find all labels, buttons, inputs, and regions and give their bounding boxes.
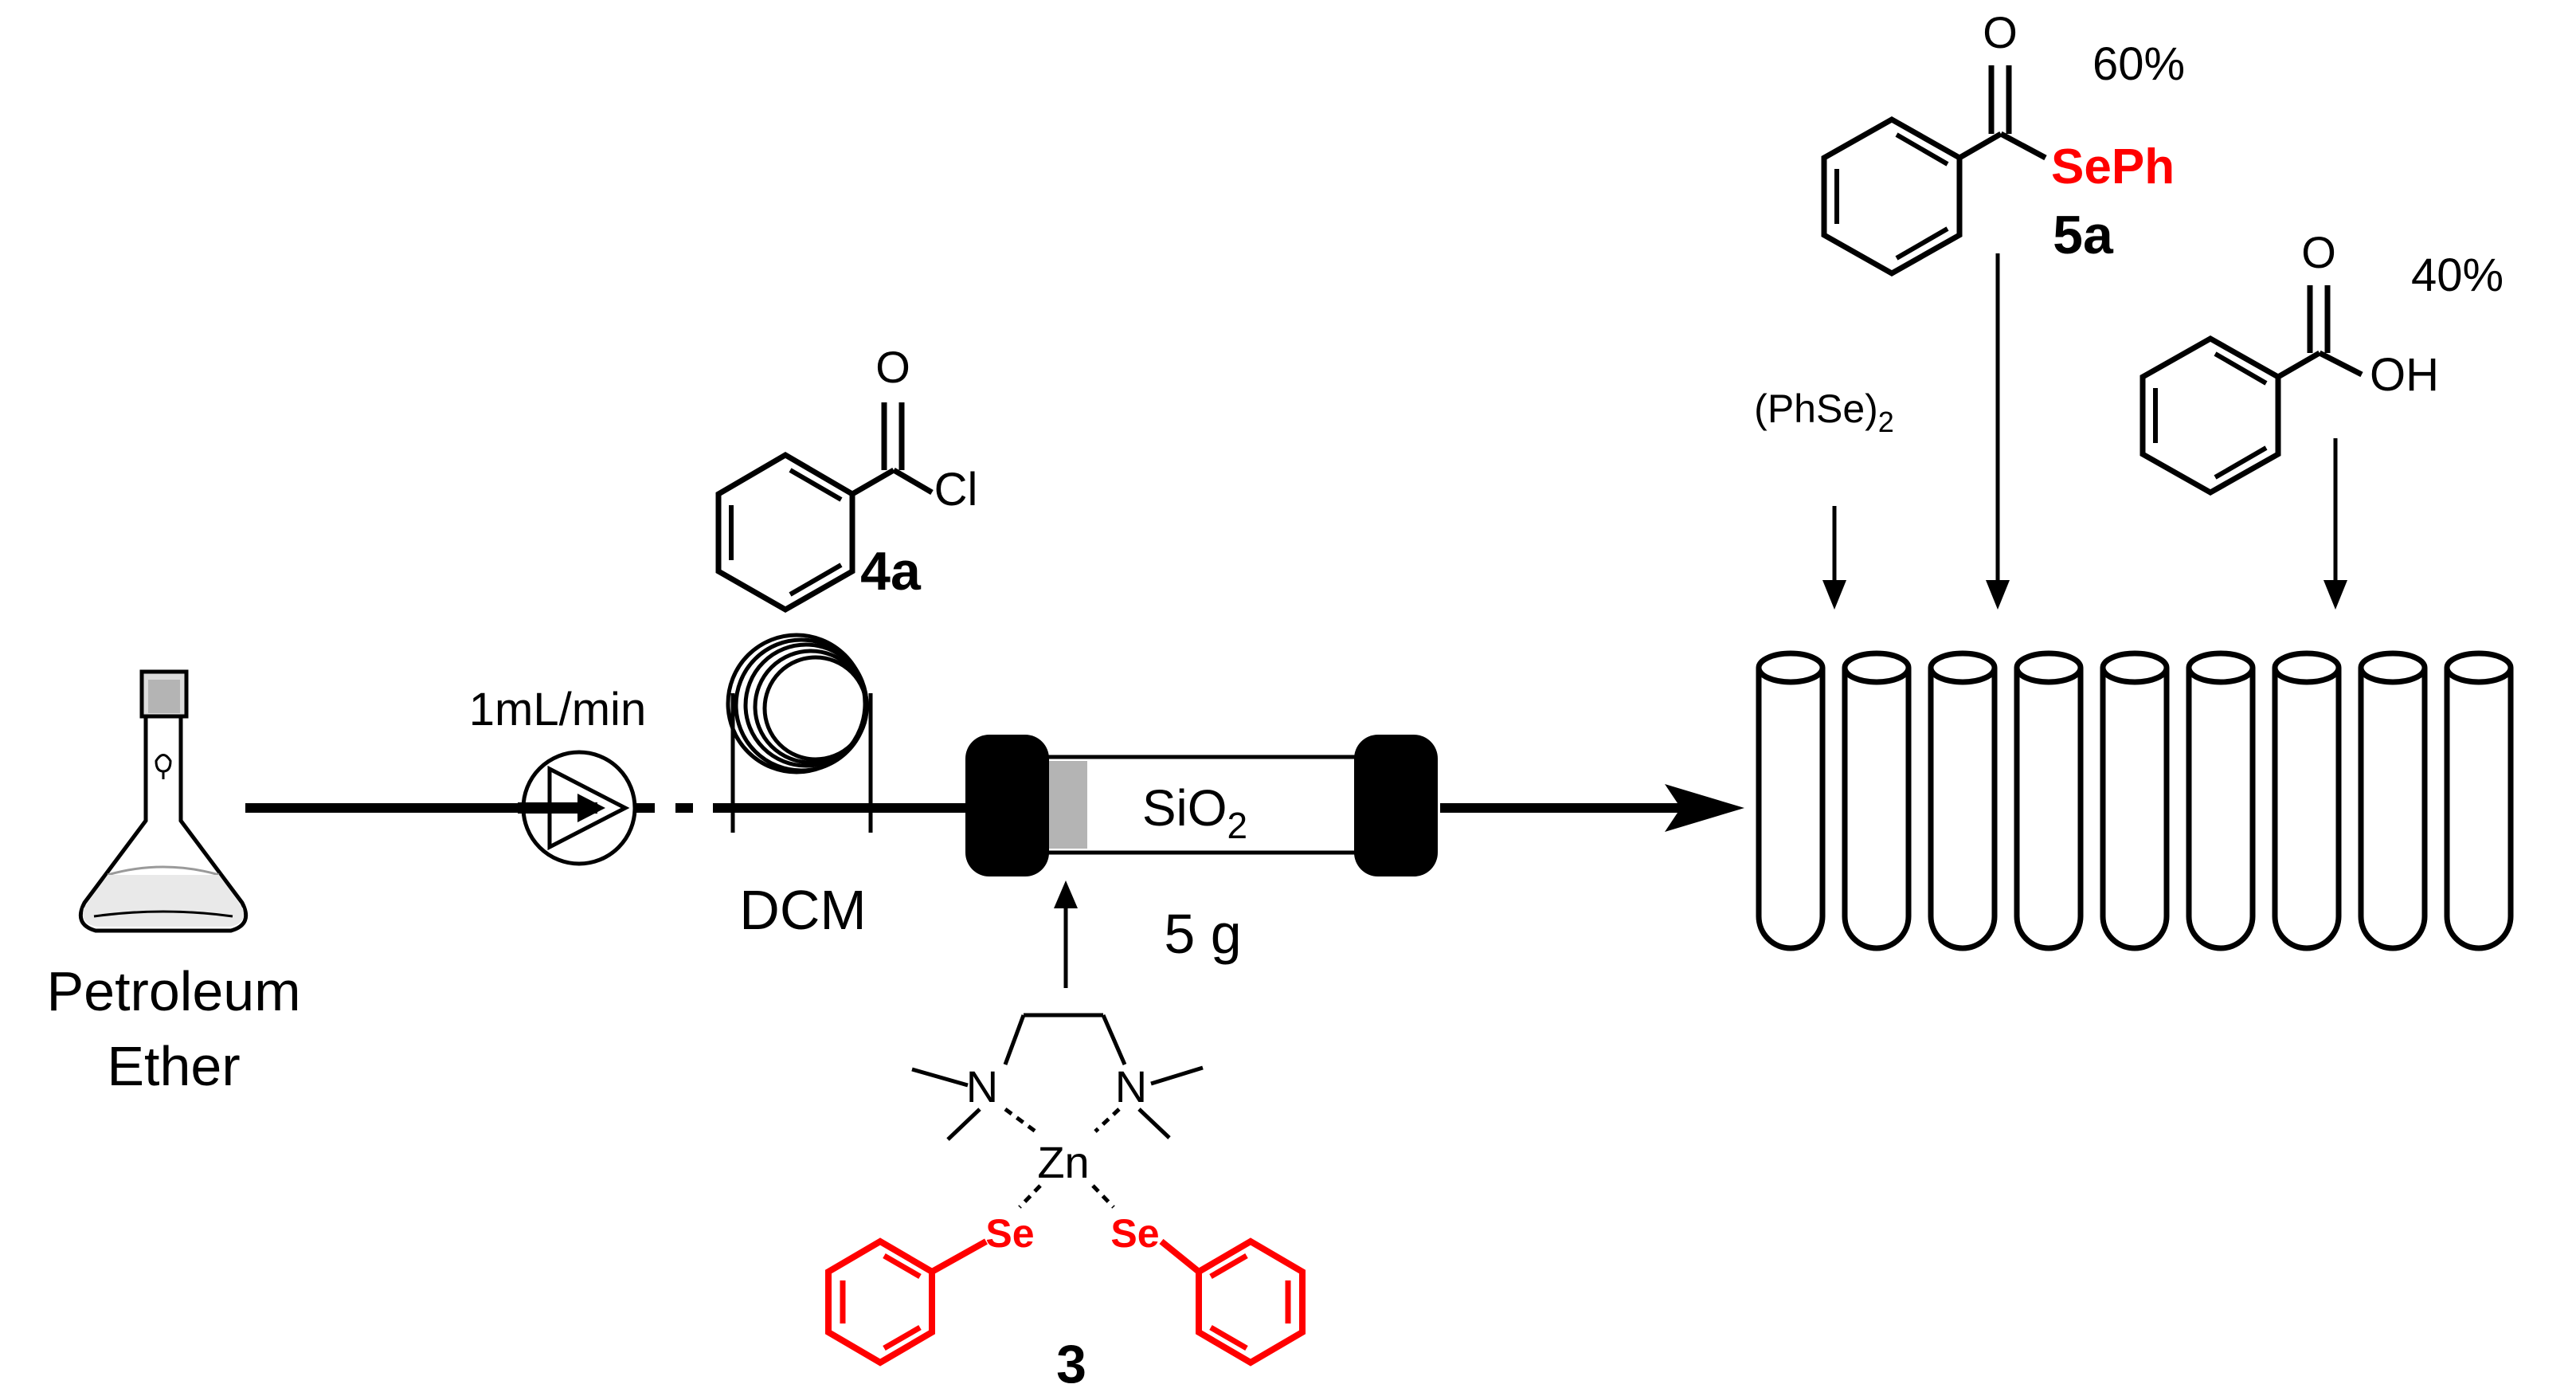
flask-icon <box>78 669 249 933</box>
tube-rim <box>2100 650 2170 685</box>
column-packing-label: SiO2 <box>1142 779 1247 846</box>
reagent-3-zinc: Zn <box>1037 1137 1089 1187</box>
diselenide-main: (PhSe) <box>1754 386 1878 431</box>
tube-rim <box>1842 650 1912 685</box>
reagent-3-structure <box>911 1013 1204 1209</box>
diselenide-label: (PhSe)2 <box>1754 386 1894 438</box>
product-5a-structure <box>1821 65 2047 277</box>
tube-rim <box>2358 650 2428 685</box>
tube-rim <box>2014 650 2084 685</box>
reagent-4a-structure <box>715 402 934 614</box>
diselenide-sub: 2 <box>1878 406 1894 438</box>
column-packing-sub: 2 <box>1227 805 1248 846</box>
coil-reactor-icon <box>726 633 873 833</box>
collection-tube <box>1842 650 1912 951</box>
collection-tube <box>2444 650 2514 951</box>
product-5a-id: 5a <box>2053 205 2114 265</box>
fraction-arrowheads <box>1822 580 2347 610</box>
reagent-3-id: 3 <box>1056 1334 1086 1394</box>
reagent-4a-id: 4a <box>860 541 922 602</box>
tube-body <box>2272 668 2342 951</box>
tube-rim <box>2444 650 2514 685</box>
fraction-arrows <box>1832 253 2338 586</box>
collection-tube <box>2358 650 2428 951</box>
source-label-line1: Petroleum <box>46 960 300 1022</box>
reagent-3-nitrogen-right: N <box>1115 1061 1147 1112</box>
reagent-3-arrow <box>1054 880 1078 988</box>
tube-rim <box>1756 650 1826 685</box>
product-5a-yield: 60% <box>2093 38 2185 90</box>
product-5a-oxygen: O <box>1983 7 2018 57</box>
benzoic-acid-hydroxyl: OH <box>2370 349 2439 401</box>
reagent-4a-chlorine: Cl <box>934 464 978 516</box>
benzoic-acid-oxygen: O <box>2301 227 2336 277</box>
reagent-3-selenium-right: Se <box>1110 1211 1159 1256</box>
collection-tube <box>1756 650 1826 951</box>
collection-tube <box>2186 650 2256 951</box>
benzoic-acid-yield: 40% <box>2411 249 2504 301</box>
tube-body <box>1842 668 1912 951</box>
tube-body <box>2100 668 2170 951</box>
collection-tube <box>2272 650 2342 951</box>
column-icon <box>965 735 1438 876</box>
source-label-line2: Ether <box>107 1035 240 1097</box>
collection-tube <box>2014 650 2084 951</box>
reagent-3-phenyl-left <box>825 1237 988 1367</box>
tube-body <box>2444 668 2514 951</box>
tube-body <box>2358 668 2428 951</box>
benzoic-acid-structure <box>2139 285 2363 496</box>
flow-rate-label: 1mL/min <box>469 684 646 735</box>
coil-solvent-label: DCM <box>739 879 866 941</box>
tube-rim <box>2186 650 2256 685</box>
tube-rim <box>2272 650 2342 685</box>
reagent-4a-oxygen: O <box>875 342 910 392</box>
tube-body <box>2014 668 2084 951</box>
tube-body <box>1756 668 1826 951</box>
column-mass-label: 5 g <box>1164 903 1241 965</box>
column-packing-main: SiO <box>1142 779 1227 837</box>
collection-tubes <box>1756 650 2514 951</box>
outlet-arrowhead <box>1665 784 1744 832</box>
collection-tube <box>1928 650 1998 951</box>
product-5a-seph: SePh <box>2051 139 2175 194</box>
tube-body <box>1928 668 1998 951</box>
tube-body <box>2186 668 2256 951</box>
collection-tube <box>2100 650 2170 951</box>
pump-icon <box>518 750 637 866</box>
reagent-3-phenyl-right <box>1159 1237 1306 1367</box>
reagent-3-nitrogen-left: N <box>966 1061 998 1112</box>
reagent-3-selenium-left: Se <box>985 1211 1034 1256</box>
tube-rim <box>1928 650 1998 685</box>
